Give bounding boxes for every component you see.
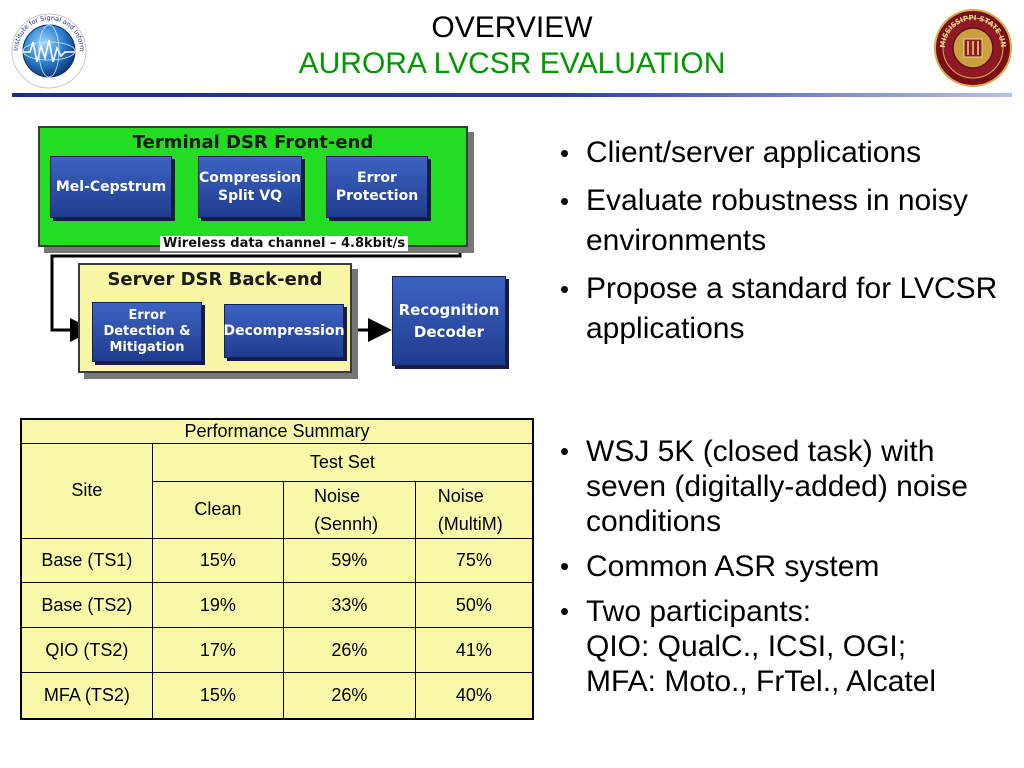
col-header-text: Noise xyxy=(314,485,361,506)
dsr-block-diagram: Terminal DSR Front-end Mel-Cepstrum Comp… xyxy=(30,120,530,382)
mel-cepstrum-label: Mel-Cepstrum xyxy=(55,179,167,195)
error-protection-label-2: Protection xyxy=(335,188,419,204)
table-row: QIO (TS2) 17% 26% 41% xyxy=(20,627,534,674)
bullet-item: Two participants: QIO: QualC., ICSI, OGI… xyxy=(560,594,1000,699)
university-seal-logo: MISSISSIPPI STATE UNIVERSITY xyxy=(933,8,1012,87)
bullet-line: MFA: Moto., FrTel., Alcatel xyxy=(586,665,937,698)
performance-summary-table: Performance Summary Site Test Set Clean … xyxy=(20,418,534,720)
error-detection-label-3: Mitigation xyxy=(109,340,185,355)
header-divider xyxy=(12,93,1012,97)
bullet-item: Common ASR system xyxy=(560,549,1000,584)
table-cell: 40% xyxy=(414,672,534,720)
table-cell: 17% xyxy=(151,627,285,674)
backend-title: Server DSR Back-end xyxy=(107,269,323,290)
compression-block: Compression Split VQ xyxy=(198,156,302,218)
table-cell: 59% xyxy=(283,537,416,584)
slide-subtitle: AURORA LVCSR EVALUATION xyxy=(298,47,726,80)
table-cell: 75% xyxy=(414,537,534,584)
col-header-text: (MultiM) xyxy=(437,513,503,534)
compression-label-2: Split VQ xyxy=(217,188,282,204)
table-cell: 50% xyxy=(414,582,534,629)
table-cell-site: Base (TS2) xyxy=(20,582,153,629)
test-set-header: Test Set xyxy=(151,442,534,482)
table-cell-site: MFA (TS2) xyxy=(20,672,153,720)
col-header-clean: Clean xyxy=(151,480,285,539)
decompression-label: Decompression xyxy=(223,323,345,339)
compression-label-1: Compression xyxy=(199,170,301,186)
col-header-noise-multim: Noise (MultiM) xyxy=(414,480,534,539)
bullet-line: QIO: QualC., ICSI, OGI; xyxy=(586,630,907,663)
recognition-decoder-block: Recognition Decoder xyxy=(392,276,506,366)
bullet-item: Client/server applications xyxy=(560,133,1000,173)
globe-signal-logo: Institute for Signal and Information Pro… xyxy=(10,12,87,89)
site-header: Site xyxy=(20,442,153,539)
col-header-noise-sennh: Noise (Sennh) xyxy=(283,480,416,539)
table-cell: 15% xyxy=(151,672,285,720)
recognition-label-1: Recognition xyxy=(398,301,500,319)
decompression-block: Decompression xyxy=(223,304,345,358)
table-cell: 41% xyxy=(414,627,534,674)
bullet-line: Two participants: xyxy=(586,595,812,628)
table-cell: 15% xyxy=(151,537,285,584)
bullet-list-bottom: WSJ 5K (closed task) with seven (digital… xyxy=(560,434,1000,709)
col-header-text: Noise xyxy=(437,485,484,506)
table-cell-site: Base (TS1) xyxy=(20,537,153,584)
bullet-list-top: Client/server applications Evaluate robu… xyxy=(560,133,1000,357)
bullet-item: WSJ 5K (closed task) with seven (digital… xyxy=(560,434,1000,539)
error-protection-label-1: Error xyxy=(357,170,397,186)
table-caption: Performance Summary xyxy=(20,418,534,444)
table-cell: 26% xyxy=(283,672,416,720)
table-row: MFA (TS2) 15% 26% 40% xyxy=(20,672,534,720)
table-cell-site: QIO (TS2) xyxy=(20,627,153,674)
mel-cepstrum-block: Mel-Cepstrum xyxy=(50,156,172,218)
wireless-channel-label: Wireless data channel – 4.8kbit/s xyxy=(160,236,409,251)
table-cell: 26% xyxy=(283,627,416,674)
slide-header: OVERVIEW AURORA LVCSR EVALUATION xyxy=(0,10,1024,82)
frontend-title: Terminal DSR Front-end xyxy=(132,132,374,153)
error-detection-block: Error Detection & Mitigation xyxy=(92,302,202,362)
table-row: Base (TS2) 19% 33% 50% xyxy=(20,582,534,629)
error-detection-label-1: Error xyxy=(128,308,166,323)
col-header-text: (Sennh) xyxy=(314,513,379,534)
table-cell: 33% xyxy=(283,582,416,629)
error-protection-block: Error Protection xyxy=(326,156,428,218)
table-cell: 19% xyxy=(151,582,285,629)
table-row: Base (TS1) 15% 59% 75% xyxy=(20,537,534,584)
bullet-item: Propose a standard for LVCSR application… xyxy=(560,269,1000,349)
recognition-label-2: Decoder xyxy=(413,323,485,341)
bullet-item: Evaluate robustness in noisy environment… xyxy=(560,181,1000,261)
error-detection-label-2: Detection & xyxy=(103,324,191,339)
slide-title: OVERVIEW xyxy=(431,11,593,44)
